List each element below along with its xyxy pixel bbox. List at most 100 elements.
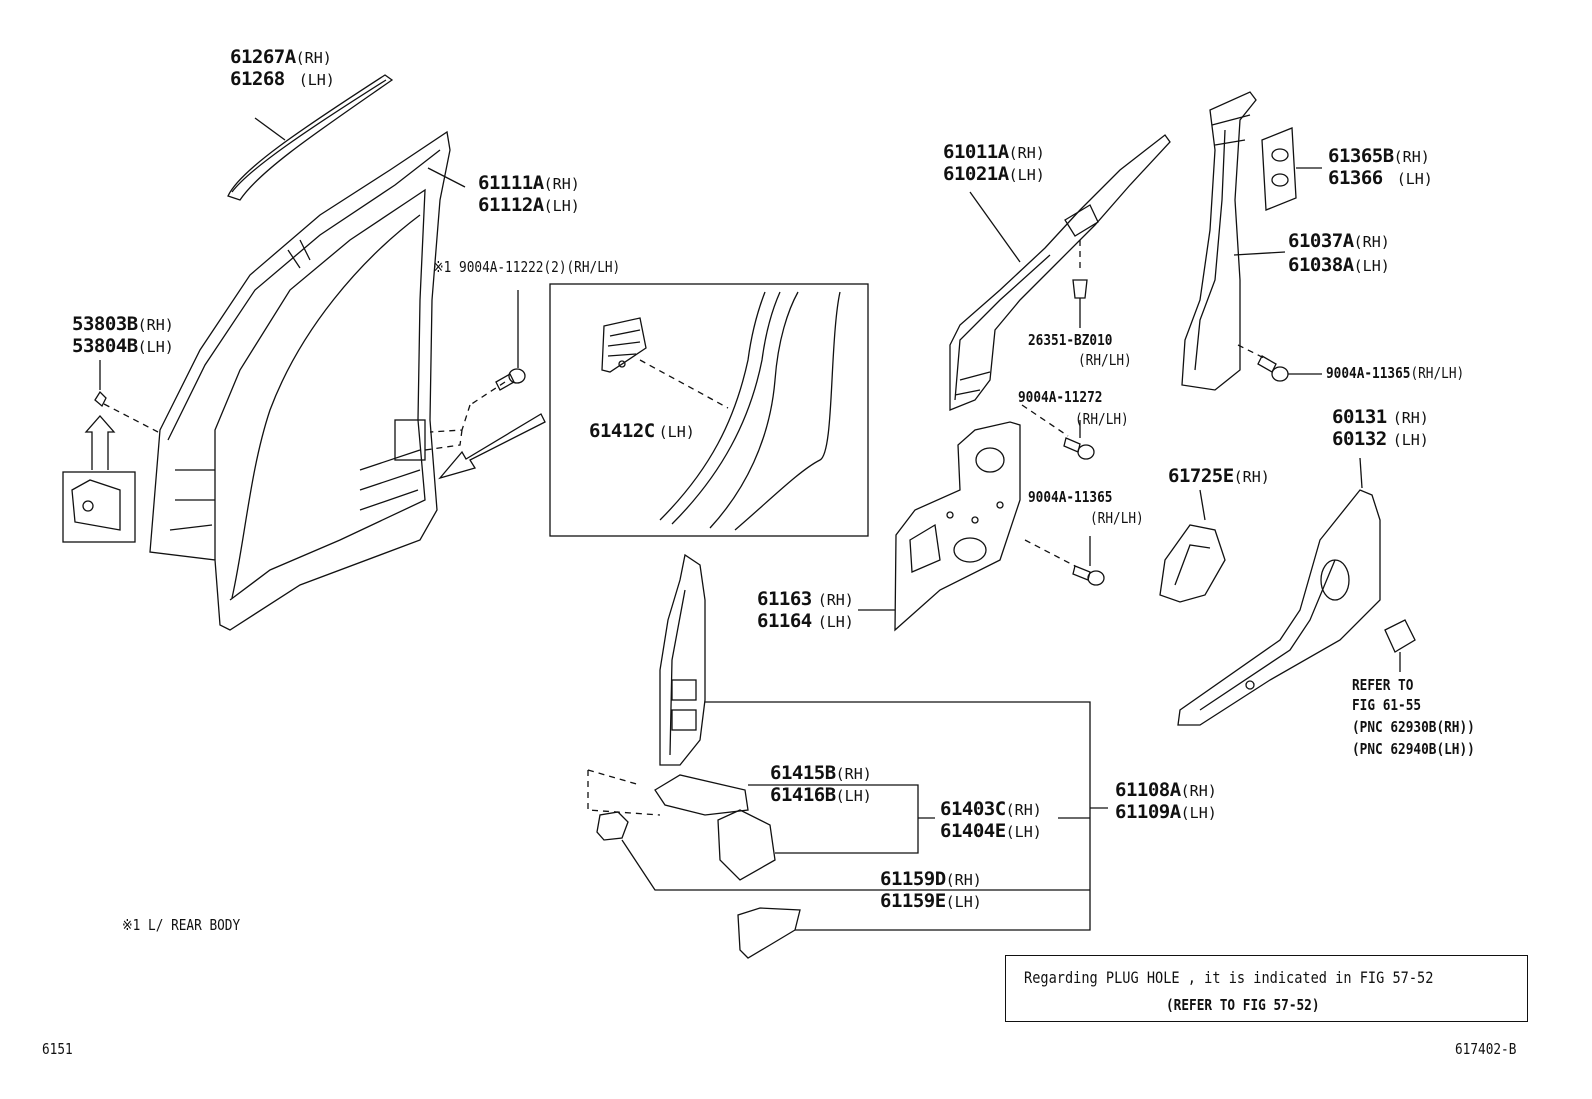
part-side: (LH) <box>1005 823 1042 841</box>
label-61365B: 61365B(RH) <box>1328 147 1430 166</box>
part-number: 61111A <box>478 172 544 194</box>
reinforcement-61415B-drawing <box>654 774 749 816</box>
part-side: (LH) <box>298 71 335 89</box>
roof-rail-moulding-drawing <box>227 74 394 201</box>
dashed-leader-11365b <box>1024 539 1076 567</box>
part-number: 61267A <box>230 46 296 68</box>
part-side: (RH) <box>1005 801 1042 819</box>
part-number: ※1 9004A-11222(2) <box>433 258 567 276</box>
label-60131: 60131(RH) <box>1332 408 1429 427</box>
part-side: (LH) <box>1008 166 1045 184</box>
part-number: 61109A <box>1115 801 1181 823</box>
label-61403C: 61403C(RH) <box>940 800 1042 819</box>
bolt-11365a-drawing <box>1257 355 1289 382</box>
part-side: (LH) <box>817 613 854 631</box>
bracket-61108A <box>705 701 1091 931</box>
rocker-panel-60131-drawing <box>1177 489 1381 726</box>
part-side: (LH) <box>543 197 580 215</box>
label-61412C: 61412C(LH) <box>589 422 695 441</box>
part-number: 61403C <box>940 798 1006 820</box>
label-61415B: 61415B(RH) <box>770 764 872 783</box>
bracket-61725E-drawing <box>1159 524 1226 603</box>
leader-61725E <box>1199 489 1206 521</box>
part-number: 61021A <box>943 163 1009 185</box>
footnote: ※1 L/ REAR BODY <box>122 916 241 934</box>
part-side: (RH) <box>137 316 174 334</box>
figure-code-right: 617402-B <box>1455 1040 1517 1058</box>
part-number: 61037A <box>1288 230 1354 252</box>
bracket-61403C <box>775 784 919 854</box>
label-61109A: 61109A(LH) <box>1115 803 1217 822</box>
part-number: 61163 <box>757 588 812 610</box>
label-61159D: 61159D(RH) <box>880 870 982 889</box>
plug-hole-note-box: Regarding PLUG HOLE , it is indicated in… <box>1005 955 1528 1022</box>
part-number: 60132 <box>1332 428 1387 450</box>
leader-61111A <box>427 167 466 188</box>
dashed-leader-11365a <box>1237 344 1265 359</box>
plug-62930B-drawing <box>1384 619 1416 653</box>
bolt-11365b-drawing <box>1072 565 1105 586</box>
part-number: 61159D <box>880 868 946 890</box>
part-number: 61112A <box>478 194 544 216</box>
part-side: (RH) <box>817 591 854 609</box>
refer-line3: (PNC 62930B(RH)) <box>1352 718 1475 736</box>
label-61037A: 61037A(RH) <box>1288 232 1390 251</box>
label-61725E: 61725E(RH) <box>1168 467 1270 486</box>
part-side: (RH) <box>295 49 332 67</box>
part-side: (LH) <box>137 338 174 356</box>
bolt-11272-drawing <box>1063 437 1095 460</box>
leader-61159D <box>621 839 1090 891</box>
part-side: (LH) <box>1180 804 1217 822</box>
part-number: 61412C <box>589 420 655 442</box>
part-side: (LH) <box>658 423 695 441</box>
part-number: 61366 <box>1328 167 1383 189</box>
part-side: (RH) <box>835 765 872 783</box>
figure-code-left: 6151 <box>42 1040 73 1058</box>
clip-26351-drawing <box>1072 279 1088 328</box>
label-26351-BZ010: 26351-BZ010 <box>1028 331 1113 349</box>
part-side: (LH) <box>1396 170 1433 188</box>
part-side: (RH) <box>543 175 580 193</box>
clip-53803B-drawing <box>62 360 159 543</box>
part-side: (LH) <box>1353 257 1390 275</box>
part-number: 53803B <box>72 313 138 335</box>
patch-61365B-drawing <box>1261 127 1297 211</box>
detail-inset-drawing <box>601 291 841 531</box>
part-number: 61725E <box>1168 465 1234 487</box>
label-61111A: 61111A(RH) <box>478 174 580 193</box>
dashed-leader-nut <box>587 769 661 816</box>
part-number: 61268 <box>230 68 285 90</box>
refer-line1: REFER TO <box>1352 676 1414 694</box>
part-side: (LH) <box>1392 431 1429 449</box>
label-61108A: 61108A(RH) <box>1115 781 1217 800</box>
leader-61267A <box>254 117 286 141</box>
dashed-leader-11272 <box>1021 404 1069 437</box>
part-number: 61011A <box>943 141 1009 163</box>
bolt-11222-drawing <box>495 368 526 391</box>
part-side: (LH) <box>835 787 872 805</box>
part-number: 61159E <box>880 890 946 912</box>
refer-line2: FIG 61-55 <box>1352 696 1422 714</box>
label-61416B: 61416B(LH) <box>770 786 872 805</box>
part-side: (RH/LH) <box>1410 364 1465 382</box>
part-number: 61416B <box>770 784 836 806</box>
part-side: (RH) <box>1180 782 1217 800</box>
dashed-leader-bolt <box>424 381 506 451</box>
part-number: 61365B <box>1328 145 1394 167</box>
label-61164: 61164(LH) <box>757 612 854 631</box>
part-side: (RH) <box>1008 144 1045 162</box>
part-side: (RH) <box>1353 233 1390 251</box>
label-61366: 61366 (LH) <box>1328 169 1433 188</box>
part-side: (RH) <box>1233 468 1270 486</box>
rear-pillar-61037A-drawing <box>1181 91 1257 391</box>
refer-line4: (PNC 62940B(LH)) <box>1352 740 1475 758</box>
label-9004A-11272-side: (RH/LH) <box>1075 410 1129 428</box>
label-61268: 61268 (LH) <box>230 70 335 89</box>
pillar-reinforcement-61011A-drawing <box>949 134 1171 411</box>
label-26351-side: (RH/LH) <box>1078 351 1132 369</box>
label-9004A-11365a: 9004A-11365(RH/LH) <box>1326 366 1464 381</box>
label-53803B: 53803B(RH) <box>72 315 174 334</box>
front-pillar-panel-drawing <box>149 130 451 631</box>
part-number: 53804B <box>72 335 138 357</box>
